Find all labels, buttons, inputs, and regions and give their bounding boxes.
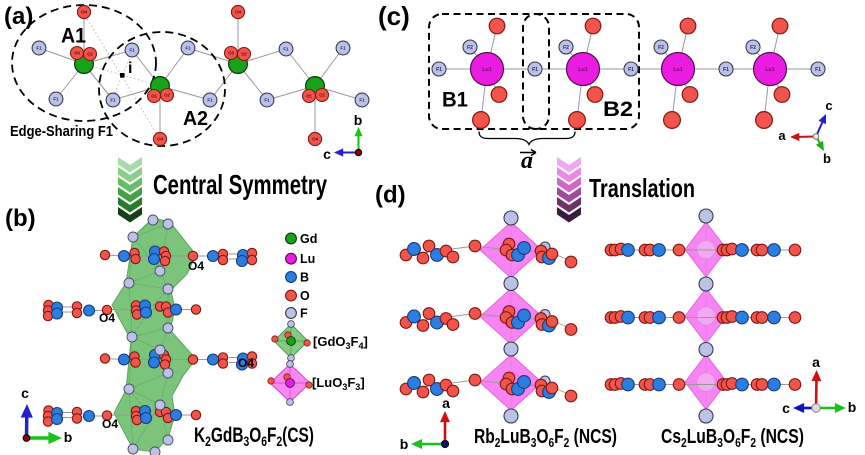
svg-text:O4: O4 <box>188 259 204 273</box>
svg-text:O2: O2 <box>319 93 325 98</box>
svg-text:F1: F1 <box>283 47 289 52</box>
svg-text:F2: F2 <box>467 45 473 51</box>
svg-text:O4: O4 <box>238 356 254 370</box>
svg-text:b: b <box>64 429 73 445</box>
svg-text:O4: O4 <box>157 137 163 142</box>
svg-text:F2: F2 <box>658 45 664 51</box>
svg-text:b: b <box>848 399 857 415</box>
svg-text:O4: O4 <box>99 311 115 325</box>
svg-text:O3: O3 <box>228 51 234 56</box>
svg-text:a: a <box>778 128 786 143</box>
svg-text:i: i <box>128 60 132 77</box>
svg-text:F1: F1 <box>815 67 821 73</box>
svg-text:(a): (a) <box>4 3 33 30</box>
svg-text:O4: O4 <box>235 10 241 15</box>
svg-text:F1: F1 <box>532 67 538 73</box>
svg-text:F1: F1 <box>36 46 42 51</box>
svg-text:A1: A1 <box>61 24 86 47</box>
svg-text:Lu: Lu <box>300 252 315 266</box>
svg-text:O4: O4 <box>102 417 118 431</box>
svg-text:b: b <box>823 151 831 166</box>
svg-text:F2: F2 <box>750 45 756 51</box>
svg-text:c: c <box>323 146 331 162</box>
svg-text:F1: F1 <box>628 67 634 73</box>
svg-text:c: c <box>782 400 790 416</box>
svg-text:O4: O4 <box>81 10 87 15</box>
svg-text:F1: F1 <box>359 98 365 103</box>
svg-text:[LuO3F3]: [LuO3F3] <box>312 375 365 392</box>
svg-text:F1: F1 <box>723 67 729 73</box>
svg-text:Lu1: Lu1 <box>482 67 491 73</box>
svg-text:F2: F2 <box>563 45 569 51</box>
svg-text:F1: F1 <box>129 48 135 53</box>
svg-text:B2: B2 <box>603 98 633 121</box>
svg-text:F: F <box>300 307 308 321</box>
svg-text:Edge-Sharing F1: Edge-Sharing F1 <box>10 123 113 140</box>
svg-text:[GdO3F4]: [GdO3F4] <box>313 334 368 351</box>
svg-text:Lu1: Lu1 <box>765 67 774 73</box>
svg-text:O3: O3 <box>74 51 80 56</box>
svg-text:Central Symmetry: Central Symmetry <box>153 169 327 200</box>
svg-text:O: O <box>300 289 310 303</box>
svg-text:Translation: Translation <box>589 173 695 203</box>
svg-text:b: b <box>400 436 409 452</box>
svg-text:(c): (c) <box>378 1 410 31</box>
svg-text:Lu1: Lu1 <box>673 67 682 73</box>
svg-text:O2: O2 <box>164 93 170 98</box>
svg-text:a: a <box>812 354 820 370</box>
svg-text:(d): (d) <box>375 182 406 209</box>
svg-text:F1: F1 <box>53 97 59 102</box>
svg-text:B: B <box>300 271 309 285</box>
svg-text:(b): (b) <box>5 205 36 232</box>
svg-text:a: a <box>442 395 450 411</box>
svg-text:A2: A2 <box>183 108 208 130</box>
svg-text:O2: O2 <box>87 52 93 57</box>
svg-text:c: c <box>21 385 29 401</box>
svg-text:O1: O1 <box>306 94 312 99</box>
svg-text:K2GdB3O6F2(CS): K2GdB3O6F2(CS) <box>194 423 314 450</box>
svg-text:O1: O1 <box>151 94 157 99</box>
svg-text:F1: F1 <box>110 98 116 103</box>
svg-text:F1: F1 <box>207 98 213 103</box>
svg-text:Cs2LuB3O6F2 (NCS): Cs2LuB3O6F2 (NCS) <box>661 425 804 450</box>
svg-text:F1: F1 <box>185 46 191 51</box>
svg-text:O4: O4 <box>312 137 318 142</box>
svg-text:F1: F1 <box>340 46 346 51</box>
svg-text:a: a <box>521 148 533 174</box>
svg-text:b: b <box>354 112 363 128</box>
svg-text:O2: O2 <box>241 52 247 57</box>
svg-text:F1: F1 <box>436 67 442 73</box>
svg-text:c: c <box>825 98 832 113</box>
svg-text:Lu1: Lu1 <box>578 67 587 73</box>
svg-text:B1: B1 <box>442 89 468 112</box>
svg-text:F1: F1 <box>264 98 270 103</box>
svg-text:Gd: Gd <box>300 232 317 246</box>
